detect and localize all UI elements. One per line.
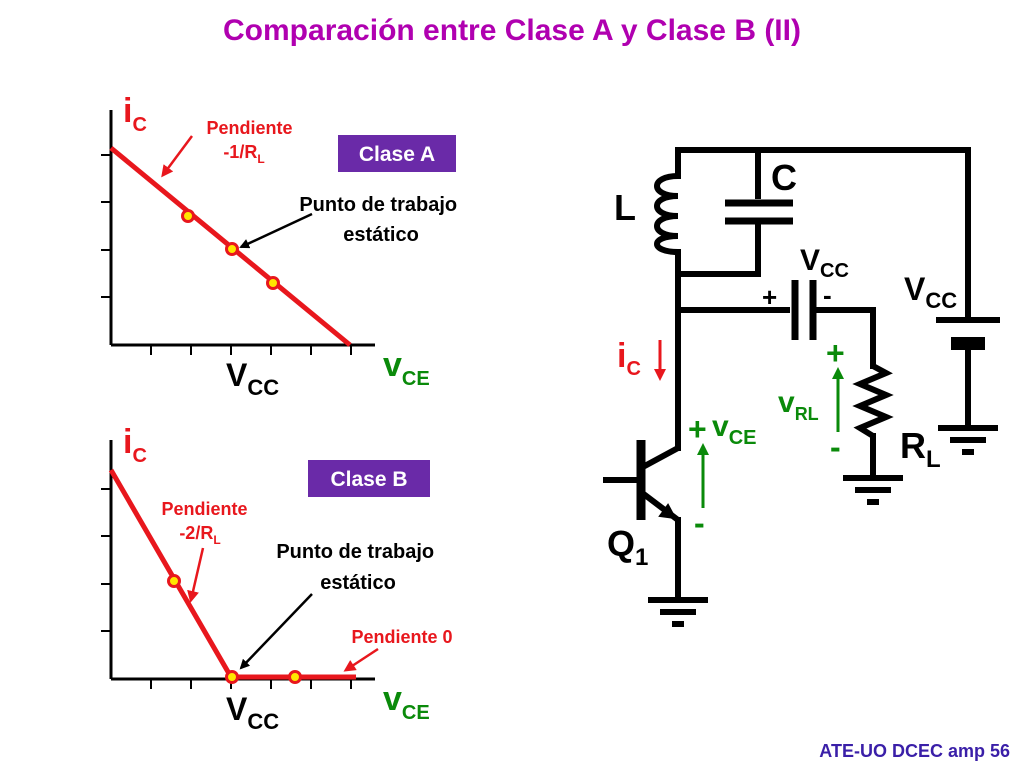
coupling-capacitor-plus: + xyxy=(762,282,777,312)
coupling-capacitor-minus: - xyxy=(823,280,832,310)
load-resistor-label: RL xyxy=(900,425,941,473)
badge-clase-a xyxy=(338,135,456,172)
supply-battery xyxy=(936,317,1000,350)
operating-point-b-2 xyxy=(288,670,302,684)
graph-a-slope-arrow xyxy=(161,135,194,178)
graph-b-vcc-label: VCC xyxy=(226,691,279,734)
transistor-label: Q1 xyxy=(607,523,648,571)
slide-title: Comparación entre Clase A y Clase B (II) xyxy=(223,14,801,47)
graph-b-ic-label: iC xyxy=(123,423,147,467)
graph-b-y-ticks xyxy=(101,488,111,632)
ground-supply xyxy=(938,425,998,455)
footer-reference: ATE-UO DCEC amp 56 xyxy=(819,741,1010,761)
graph-a-qpoint-arrow xyxy=(239,212,313,249)
graph-b-qpoint-label: Punto de trabajo estático xyxy=(276,541,439,594)
graph-a-vce-label: vCE xyxy=(383,346,430,390)
badge-clase-b xyxy=(308,460,430,497)
vce-plus: + xyxy=(688,411,707,447)
coupling-capacitor-vcc: VCC xyxy=(800,244,849,282)
badge-clase-b-text: Clase B xyxy=(330,468,407,491)
supply-label: VCC xyxy=(904,271,957,313)
graph-b-slope0-arrow xyxy=(343,647,379,672)
graph-a-x-ticks xyxy=(150,345,352,355)
graph-a-ic-label: iC xyxy=(123,92,147,136)
graph-clase-b: iC vCE VCC Pendiente -2/RL Clase B Punto… xyxy=(101,423,453,734)
graph-a-y-ticks xyxy=(101,154,111,298)
collector-current-label: iC xyxy=(617,337,641,380)
graph-a-qpoint-label: Punto de trabajo estático xyxy=(299,194,462,246)
badge-clase-a-text: Clase A xyxy=(359,143,435,166)
tank-capacitor-label: C xyxy=(771,157,797,198)
operating-point-a-1 xyxy=(181,209,195,223)
graph-a-slope-label: Pendiente -1/RL xyxy=(206,118,297,166)
graph-a-vcc-label: VCC xyxy=(226,357,279,400)
vrl-label: vRL xyxy=(778,386,819,424)
ground-emitter xyxy=(648,597,708,627)
graph-b-slope-label: Pendiente -2/RL xyxy=(161,499,252,547)
inductor-label: L xyxy=(614,187,636,228)
operating-point-b-1 xyxy=(167,574,181,588)
tank-capacitor xyxy=(725,199,793,225)
quiescent-point-b xyxy=(225,670,239,684)
ground-load xyxy=(843,475,903,505)
coupling-capacitor xyxy=(791,280,817,340)
graph-b-vce-label: vCE xyxy=(383,680,430,724)
vce-label: vCE xyxy=(712,410,756,449)
circuit-wires xyxy=(675,147,971,603)
quiescent-point-a xyxy=(225,242,239,256)
graph-clase-a: iC vCE VCC Pendiente -1/RL Clase A Punto… xyxy=(101,92,462,400)
load-resistor xyxy=(852,363,894,439)
vce-minus: - xyxy=(694,505,705,541)
graph-b-qpoint-arrow xyxy=(239,593,313,670)
graph-b-slope0-label: Pendiente 0 xyxy=(351,627,452,647)
inductor-coil xyxy=(654,173,679,255)
graph-b-slope-arrow xyxy=(187,547,205,603)
operating-point-a-2 xyxy=(266,276,280,290)
transistor-q1 xyxy=(603,440,680,523)
vrl-minus: - xyxy=(830,429,841,465)
circuit: L C VCC + - VCC RL xyxy=(603,147,1000,627)
vrl-plus: + xyxy=(826,335,845,371)
